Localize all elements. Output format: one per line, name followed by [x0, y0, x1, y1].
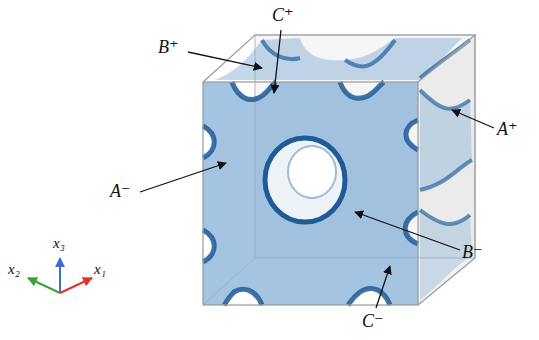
- face-label: B⁻: [462, 243, 483, 261]
- axis-label: x₃: [53, 236, 65, 251]
- axis-label: x₁: [94, 262, 106, 277]
- face-label: C⁻: [362, 312, 384, 330]
- face-label: A⁻: [110, 182, 131, 200]
- axis-label: x₂: [8, 262, 20, 277]
- face-label: C⁺: [272, 6, 294, 24]
- face-label: B⁺: [158, 38, 179, 56]
- face-label: A⁺: [497, 120, 518, 138]
